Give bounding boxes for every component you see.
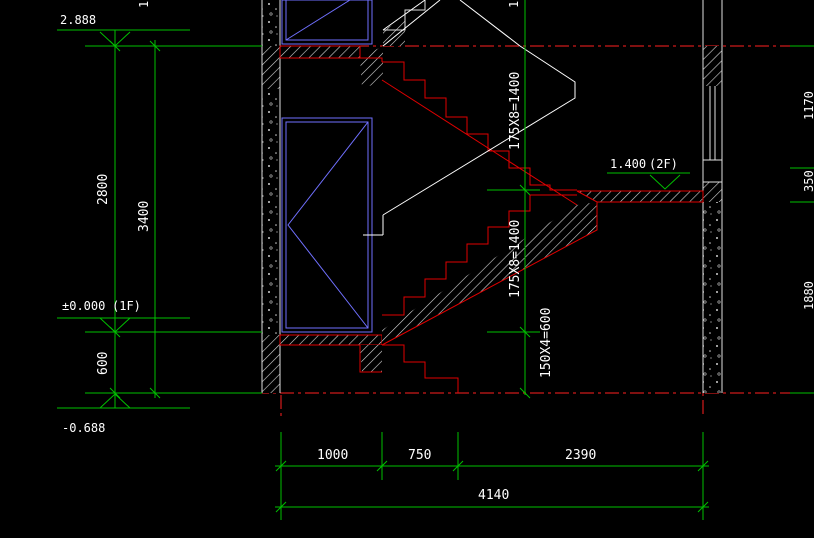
white-outline [363,0,576,236]
dim-2390: 2390 [565,448,596,463]
bottom-dimensions [275,432,709,520]
dim-right-1170: 1170 [802,91,814,120]
slabs [279,45,704,346]
dim-right-1880: 1880 [802,281,814,310]
axis-lines [205,0,814,418]
level-ground: ±0.000 [62,299,105,313]
dim-3400: 3400 [137,201,152,232]
right-dimensions [790,45,814,394]
note-upper-flight: 175X8=1400 [508,72,523,150]
stair-lower-flight [381,194,598,346]
level-landing-tag: (2F) [649,157,678,171]
upper-window [281,0,373,45]
dim-top-cut-mid: 17 [507,0,521,8]
dim-right-350: 350 [802,170,814,192]
stair-upper-flight [360,46,578,206]
dim-2800: 2800 [96,174,111,205]
labels: 2.888 ±0.000 (1F) -0.688 1.400 (2F) 2800… [60,0,814,503]
left-dimensions [57,29,262,409]
right-wall [702,0,723,393]
level-landing: 1.400 [610,157,646,171]
level-top: 2.888 [60,13,96,27]
dim-4140: 4140 [478,488,509,503]
dim-600: 600 [96,352,111,375]
note-lower-flight: 175X8=1400 [508,220,523,298]
note-entry-steps: 150X4=600 [539,308,554,378]
dim-1000: 1000 [317,448,348,463]
stair-dimensions [487,0,690,399]
left-wall [261,0,281,393]
level-bottom: -0.688 [62,421,105,435]
lower-window [281,117,373,333]
dim-750: 750 [408,448,431,463]
dim-top-cut-left: 10 [137,0,151,8]
stair-entry-flight [359,344,459,393]
level-ground-tag: (1F) [112,299,141,313]
stair-top-remnant [383,0,426,46]
